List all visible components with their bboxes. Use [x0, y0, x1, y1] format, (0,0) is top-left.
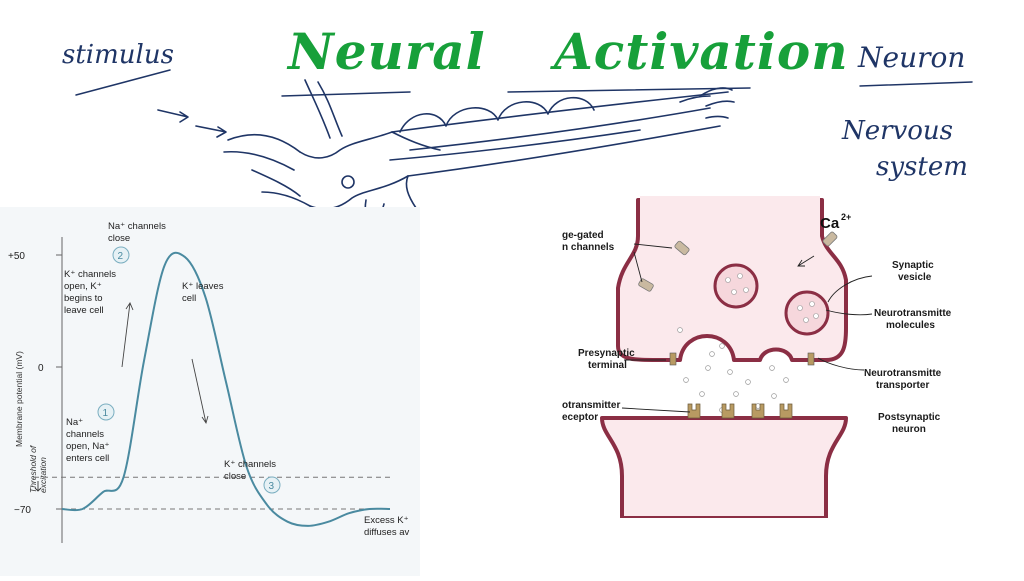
label-channels-2: n channels	[562, 242, 615, 253]
title-underline	[281, 91, 411, 97]
note-nervous: Nervous	[842, 116, 953, 146]
svg-text:1: 1	[103, 408, 109, 419]
label-transporter-1: Neurotransmitte	[864, 368, 942, 379]
threshold-arrow	[34, 481, 42, 492]
stimulus-arrow	[157, 109, 189, 123]
neurotransmitter-molecules	[677, 327, 789, 413]
channel-leader	[633, 251, 643, 283]
note-neuron: Neuron	[858, 41, 966, 74]
annotation-na-close-2: close	[108, 233, 130, 244]
note-system: system	[876, 152, 968, 182]
y-tick-label-50: +50	[8, 251, 25, 262]
neurotransmitter-transporter	[807, 352, 815, 366]
neuron-underline	[859, 81, 973, 87]
ion-channel	[822, 231, 838, 247]
stimulus-arrow	[195, 125, 227, 138]
label-molecules-2: molecules	[886, 320, 935, 331]
synaptic-vesicle	[713, 263, 759, 309]
annotation-excess-1: Excess K⁺	[364, 515, 409, 526]
y-tick-label-minus70: −70	[14, 505, 31, 516]
synapse-diagram: Ca 2+ ge-gated n channels Presynaptic te…	[562, 196, 952, 518]
annotation-k-open-1: K⁺ channels	[64, 269, 116, 280]
neurotransmitter-receptor	[687, 403, 793, 419]
annotation-excess-2: diffuses av	[364, 527, 409, 538]
annotation-na-open-3: open, Na⁺	[66, 441, 110, 452]
label-postsynaptic-1: Postsynaptic	[878, 412, 941, 423]
ion-channel	[674, 240, 690, 256]
threshold-label-1: Threshold of	[28, 444, 38, 493]
annotation-na-open-2: channels	[66, 429, 104, 440]
label-vesicle-1: Synaptic	[892, 260, 934, 271]
y-tick-label-0: 0	[38, 363, 44, 374]
potential-curve	[61, 251, 391, 527]
threshold-label-2: excitation	[38, 457, 48, 493]
annotation-na-close-1: Na⁺ channels	[108, 221, 166, 232]
channel-leader	[633, 243, 673, 249]
calcium-charge: 2+	[841, 212, 851, 222]
falling-arrow	[191, 358, 209, 425]
annotation-na-open-1: Na⁺	[66, 417, 83, 428]
step-3-marker: 3	[263, 476, 281, 494]
annotation-k-leaves-1: K⁺ leaves	[182, 281, 224, 292]
neurotransmitter-transporter	[669, 352, 677, 366]
svg-text:2: 2	[118, 251, 124, 262]
myelin-sheath	[399, 96, 595, 133]
annotation-k-close-2: close	[224, 471, 246, 482]
stimulus-underline	[75, 69, 171, 96]
synaptic-vesicle	[784, 290, 830, 336]
annotation-k-close-1: K⁺ channels	[224, 459, 276, 470]
synapse-figure: Ca 2+ ge-gated n channels Presynaptic te…	[562, 196, 1024, 518]
note-stimulus: stimulus	[62, 40, 174, 70]
molecules-leader	[825, 309, 873, 316]
label-vesicle-2: vesicle	[898, 272, 932, 283]
calcium-label: Ca	[820, 215, 840, 232]
vesicle-leader	[827, 275, 873, 303]
calcium-arrow	[797, 255, 815, 267]
label-presynaptic-2: terminal	[588, 360, 627, 371]
receptor-leader	[621, 407, 691, 413]
title-underline-2	[507, 87, 751, 93]
action-potential-chart: +50 0 −70 Membrane potential (mV) Thresh…	[8, 221, 409, 543]
label-presynaptic-1: Presynaptic	[578, 348, 635, 359]
svg-text:3: 3	[269, 481, 275, 492]
rising-arrow	[121, 302, 134, 368]
transporter-leader	[817, 357, 865, 371]
lesson-title: Neural Activation	[288, 22, 849, 81]
y-axis-label: Membrane potential (mV)	[14, 351, 24, 447]
step-2-marker: 2	[112, 246, 130, 264]
label-transporter-2: transporter	[876, 380, 929, 391]
nucleus-sketch	[341, 175, 355, 189]
label-molecules-1: Neurotransmitte	[874, 308, 952, 319]
annotation-k-open-2: open, K⁺	[64, 281, 102, 292]
step-1-marker: 1	[97, 403, 115, 421]
annotation-k-open-4: leave cell	[64, 305, 104, 316]
annotation-k-open-3: begins to	[64, 293, 103, 304]
annotation-na-open-4: enters cell	[66, 453, 109, 464]
label-receptor-2: eceptor	[562, 412, 598, 423]
action-potential-figure: +50 0 −70 Membrane potential (mV) Thresh…	[0, 207, 420, 576]
annotation-k-leaves-2: cell	[182, 293, 196, 304]
postsynaptic-neuron	[600, 416, 848, 518]
label-postsynaptic-2: neuron	[892, 424, 926, 435]
label-receptor-1: otransmitter	[562, 400, 620, 411]
label-channels-1: ge-gated	[562, 230, 604, 241]
